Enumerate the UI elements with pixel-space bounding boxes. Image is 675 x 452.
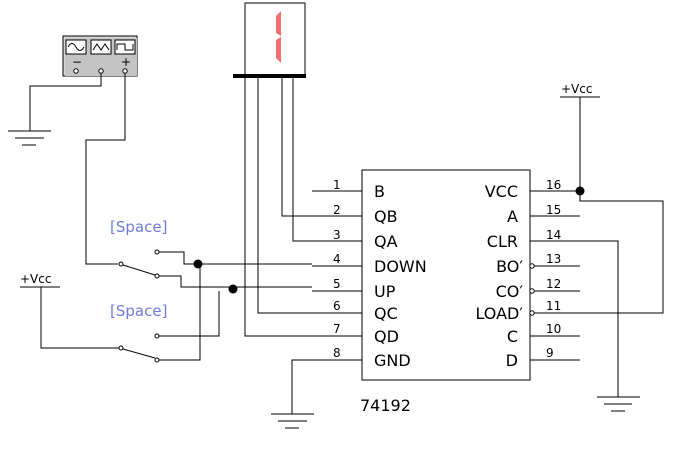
pin-name-vcc: VCC xyxy=(485,182,518,201)
top-switch[interactable] xyxy=(118,249,160,279)
chip-74192-body[interactable] xyxy=(361,169,531,381)
pin-name-qc: QC xyxy=(374,304,398,323)
pin-name-a: A xyxy=(507,207,518,226)
pin-name-qd: QD xyxy=(374,327,399,346)
pin-name-d: D xyxy=(506,351,518,370)
pin-num-7: 7 xyxy=(333,322,341,336)
pin-name-b: B xyxy=(374,182,385,201)
bottom-switch-key-label: [Space] xyxy=(110,302,167,320)
pin-num-16: 16 xyxy=(546,178,561,192)
inversion-bubbles xyxy=(529,263,535,316)
pin-num-5: 5 xyxy=(333,277,341,291)
vcc-junction-dot xyxy=(575,186,585,196)
square-wave-icon xyxy=(114,39,136,55)
top-switch-wires xyxy=(159,251,312,288)
pin-num-10: 10 xyxy=(546,322,561,336)
pin-name-load: LOAD′ xyxy=(475,304,523,323)
pin-num-13: 13 xyxy=(546,252,561,266)
pin-name-c: C xyxy=(507,327,518,346)
ground-fgen-icon xyxy=(8,130,51,146)
pin-name-clr: CLR xyxy=(487,232,518,251)
pin-name-bo: BO′ xyxy=(496,257,523,276)
pin-num-4: 4 xyxy=(333,252,341,266)
pin-name-qa: QA xyxy=(374,232,398,251)
vcc-left-label: +Vcc xyxy=(20,272,51,286)
pin-num-12: 12 xyxy=(546,277,561,291)
pin-num-1: 1 xyxy=(333,178,341,192)
pin-num-3: 3 xyxy=(333,228,341,242)
triangle-wave-icon xyxy=(90,39,112,55)
display-digit-segments xyxy=(268,11,281,63)
pin-name-qb: QB xyxy=(374,207,398,226)
display-wires xyxy=(244,76,312,337)
pin-num-14: 14 xyxy=(546,228,561,242)
chip-part-number: 74192 xyxy=(360,396,411,415)
pin-name-up: UP xyxy=(374,282,396,301)
bottom-switch-wires xyxy=(20,264,220,361)
top-switch-key-label: [Space] xyxy=(110,218,167,236)
chip-left-pins xyxy=(312,190,362,361)
fgen-terminal-plus: + xyxy=(121,55,131,69)
pin-name-gnd: GND xyxy=(374,351,411,370)
vcc-right-wires xyxy=(560,96,664,397)
pin-num-8: 8 xyxy=(333,346,341,360)
pin-num-11: 11 xyxy=(546,299,561,313)
pin-num-6: 6 xyxy=(333,299,341,313)
down-junction-dot xyxy=(193,259,203,269)
ground-right-icon xyxy=(597,396,640,412)
pin-num-9: 9 xyxy=(546,346,554,360)
vcc-right-label: +Vcc xyxy=(561,82,592,96)
pin-num-15: 15 xyxy=(546,203,561,217)
fgen-wires xyxy=(29,73,126,265)
gnd-wire xyxy=(291,359,312,414)
bottom-switch[interactable] xyxy=(118,333,160,363)
seven-segment-display[interactable] xyxy=(244,2,306,77)
fgen-terminal-minus: − xyxy=(72,55,82,69)
ground-bottom-icon xyxy=(271,413,314,429)
chip-right-pins xyxy=(530,190,580,361)
sine-wave-icon xyxy=(65,39,87,55)
pin-name-co: CO′ xyxy=(496,282,524,301)
pin-name-down: DOWN xyxy=(374,257,427,276)
pin-num-2: 2 xyxy=(333,203,341,217)
up-junction-dot xyxy=(228,284,238,294)
